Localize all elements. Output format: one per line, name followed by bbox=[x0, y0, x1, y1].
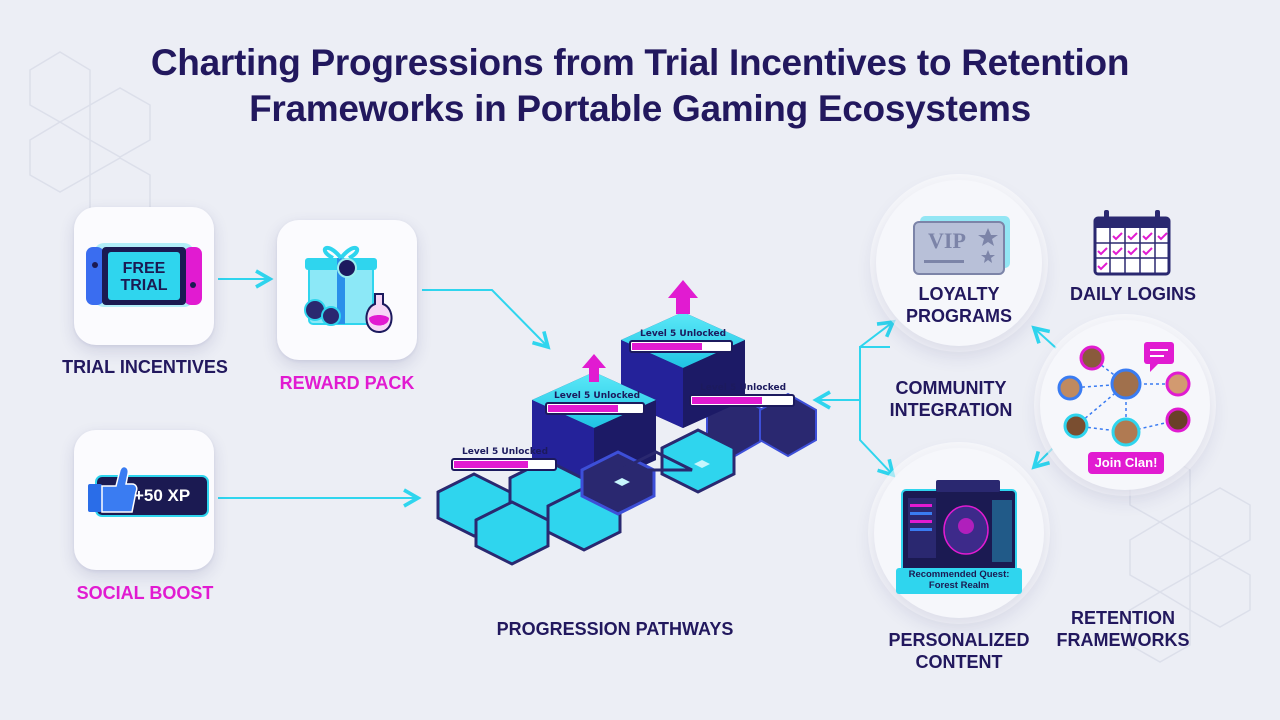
social-boost-label: SOCIAL BOOST bbox=[76, 583, 214, 603]
xp-badge: +50 XP bbox=[134, 486, 191, 505]
arrow-community-to-loyalty bbox=[1031, 325, 1057, 349]
loyalty-programs-circle[interactable]: VIP bbox=[876, 180, 1042, 346]
reward-pack-label: REWARD PACK bbox=[279, 373, 415, 393]
title-line-1: Charting Progressions from Trial Incenti… bbox=[150, 42, 1130, 83]
arrow-branch-to-personalized bbox=[859, 400, 896, 478]
daily-logins-label: DAILY LOGINS bbox=[1069, 284, 1197, 304]
personalized-content-label: PERSONALIZED CONTENT bbox=[888, 630, 1030, 672]
personalized-content-circle[interactable]: Recommended Quest: Forest Realm bbox=[874, 448, 1044, 618]
arrow-branch-to-loyalty bbox=[859, 319, 896, 400]
join-clan-button[interactable]: Join Clan! bbox=[1094, 455, 1158, 470]
level-up-arrows bbox=[582, 280, 698, 382]
title-line-2: Frameworks in Portable Gaming Ecosystems bbox=[249, 88, 1031, 129]
level-tag-4: Level 5 Unlocked bbox=[462, 447, 548, 457]
community-circle[interactable]: Join Clan! bbox=[1040, 320, 1210, 490]
trial-incentives-card[interactable]: FREE TRIAL bbox=[74, 207, 214, 345]
thumbs-up-icon bbox=[88, 465, 209, 517]
level-tag-2: Level 5 Unlocked bbox=[554, 391, 640, 401]
loyalty-programs-label: LOYALTY PROGRAMS bbox=[905, 284, 1012, 326]
free-trial-badge: FREE TRIAL bbox=[120, 260, 168, 294]
level-tag-1: Level 5 Unlocked bbox=[640, 329, 726, 339]
vip-badge: VIP bbox=[928, 228, 966, 253]
game-screen-icon bbox=[896, 480, 1022, 594]
community-integration-label: COMMUNITY INTEGRATION bbox=[889, 378, 1013, 420]
handheld-console-icon bbox=[86, 243, 202, 307]
level-tag-3: Level 5 Unlocked bbox=[700, 383, 786, 393]
page-title: Charting Progressions from Trial Incenti… bbox=[0, 40, 1280, 132]
level-progress-bars bbox=[451, 340, 795, 471]
community-network-icon bbox=[1057, 342, 1191, 474]
retention-frameworks-label: RETENTION FRAMEWORKS bbox=[1056, 608, 1190, 650]
progression-pathways-label: PROGRESSION PATHWAYS bbox=[496, 619, 734, 639]
social-boost-card[interactable]: +50 XP bbox=[74, 430, 214, 570]
arrow-reward-to-progression bbox=[422, 289, 551, 350]
reward-pack-card[interactable] bbox=[277, 220, 417, 360]
gift-box-icon bbox=[304, 245, 393, 334]
trial-incentives-label: TRIAL INCENTIVES bbox=[62, 357, 228, 377]
vip-card-icon bbox=[913, 216, 1010, 275]
recommended-quest-banner: Recommended Quest: Forest Realm bbox=[908, 569, 1010, 591]
